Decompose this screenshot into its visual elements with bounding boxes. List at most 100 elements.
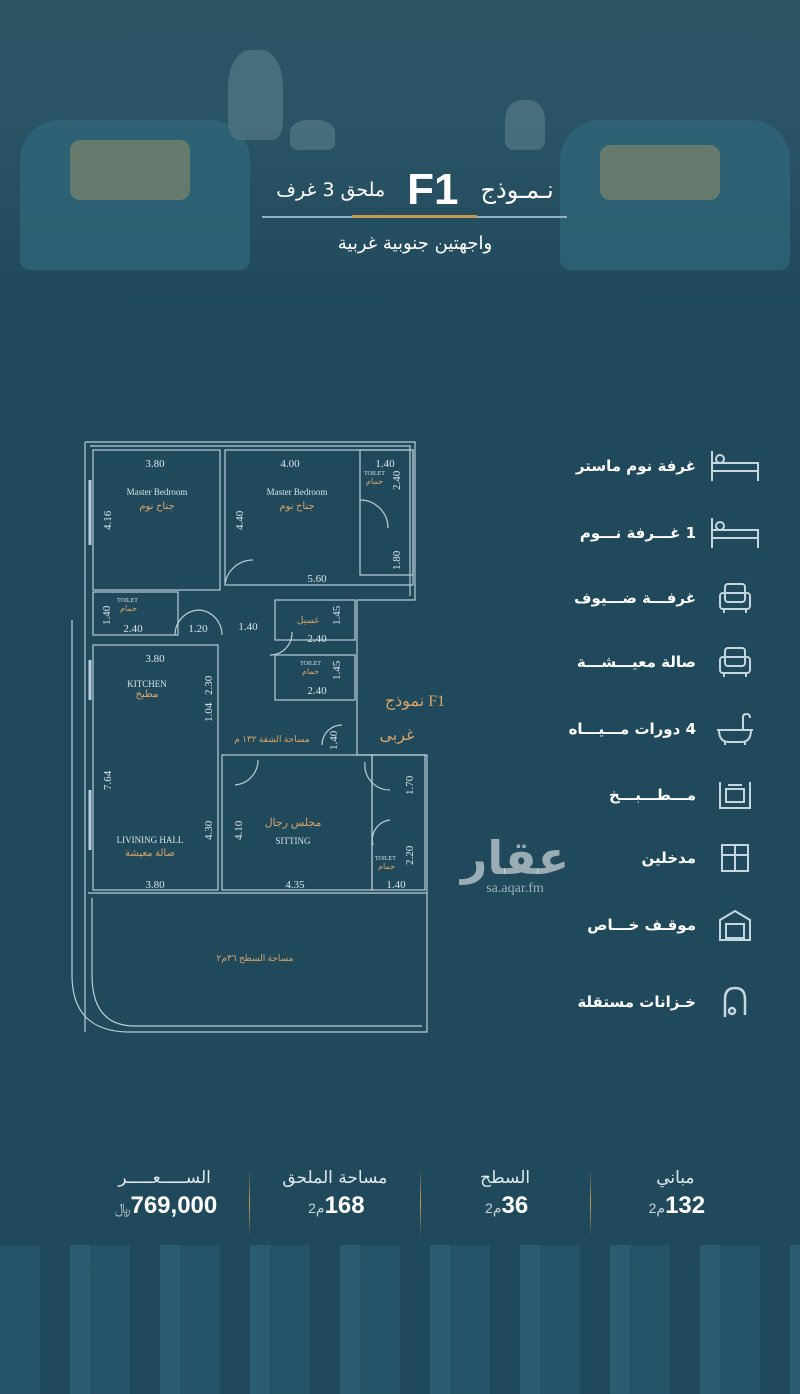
watermark-url: sa.aqar.fm	[486, 881, 544, 896]
stat-value: 132	[665, 1192, 706, 1219]
divider	[419, 1168, 421, 1238]
room-toilet-1	[359, 449, 414, 576]
feature-item: 4 دورات مـــيـــاه	[530, 709, 760, 749]
room-label: Master Bedroom	[267, 487, 328, 497]
feature-label: غرفة نوم ماستر	[575, 457, 696, 475]
dimension: 4.16	[102, 510, 114, 530]
dimension: 1.40	[238, 621, 258, 633]
feature-item: موقـف خـــاص	[530, 905, 760, 945]
feature-item: خـزانات مستقلة	[530, 982, 760, 1022]
dimension: 1.70	[404, 775, 416, 795]
stat-label: السطح	[480, 1168, 531, 1188]
dimension: 2.20	[404, 845, 416, 865]
room-label: LIVINING HALL	[117, 835, 184, 845]
feature-item: غرفـــة ضـــيوف	[530, 578, 760, 618]
room-toilet-2	[92, 591, 179, 636]
dimension: 5.60	[307, 573, 327, 585]
subtitle: واجهتين جنوبية غربية	[337, 233, 493, 254]
stat-value: 769,000	[130, 1192, 218, 1219]
stat-price: الســـــعـــــر 769,000﷼	[80, 1168, 249, 1238]
room-label: حمام	[302, 667, 319, 676]
facing-label: غربى	[380, 727, 415, 744]
room-master-bedroom-1	[92, 449, 221, 591]
bed-icon	[710, 447, 760, 485]
watermark: عقار sa.aqar.fm	[445, 835, 585, 897]
room-label: حمام	[120, 604, 137, 613]
cushion	[600, 145, 720, 200]
dimension: 2.40	[307, 685, 327, 697]
dimension: 1.40	[375, 458, 395, 470]
divider-accent	[352, 215, 477, 218]
feature-label: 1 غـــرفة نـــوم	[579, 524, 696, 542]
stat-roof: السطح 36م2	[421, 1168, 590, 1238]
page-title: نـمـوذج F1 ملحق 3 غرف	[250, 165, 580, 214]
room-toilet-4	[371, 754, 426, 891]
model-code: F1	[407, 165, 459, 214]
window-icon	[710, 839, 760, 877]
feature-label: خـزانات مستقلة	[577, 993, 696, 1011]
room-label: جناح نوم	[139, 501, 174, 512]
feature-item: صالة معيـــشـــة	[530, 642, 760, 682]
room-label: TOILET	[364, 471, 385, 477]
annex-label: ملحق 3 غرف	[276, 179, 386, 201]
model-tag: نموذج F1	[385, 693, 445, 710]
dimension: 1.40	[328, 730, 340, 750]
feature-label: مدخلين	[641, 849, 696, 867]
dimension: 4.10	[233, 820, 245, 840]
footer-photo	[0, 1245, 800, 1394]
dimension: 2.40	[391, 470, 403, 490]
stat-value: 36	[501, 1192, 529, 1219]
feature-label: موقـف خـــاص	[587, 916, 696, 934]
garage-icon	[710, 906, 760, 944]
feature-label: مـــطـــبـــخ	[609, 786, 696, 804]
dimension: 3.80	[145, 879, 165, 891]
vase	[290, 120, 335, 150]
stat-label: الســـــعـــــر	[118, 1168, 211, 1188]
feature-label: 4 دورات مـــيـــاه	[568, 720, 696, 738]
dimension: 7.64	[102, 770, 114, 790]
armchair-icon	[710, 643, 760, 681]
feature-item: غرفة نوم ماستر	[530, 446, 760, 486]
hero-photo	[0, 0, 800, 300]
room-label: غسيل	[297, 615, 320, 625]
room-label: SITTING	[276, 836, 311, 846]
outer-wall	[71, 441, 428, 1033]
stat-unit: م2	[485, 1200, 502, 1216]
currency-icon: ﷼	[114, 1200, 131, 1216]
stat-unit: م2	[648, 1200, 666, 1216]
feature-label: صالة معيـــشـــة	[576, 653, 696, 671]
feature-label: غرفـــة ضـــيوف	[574, 589, 696, 607]
dimension: 1.04	[203, 702, 215, 722]
room-label: حمام	[366, 477, 383, 486]
faucet-icon	[710, 983, 760, 1021]
room-laundry	[274, 599, 356, 641]
dimension: 1.45	[331, 605, 343, 625]
room-label: جناح نوم	[279, 501, 314, 512]
stat-building: مباني 132م2	[591, 1168, 760, 1238]
dimension: 3.80	[145, 653, 165, 665]
room-label: مطبخ	[135, 689, 158, 700]
stat-label: مساحة الملحق	[282, 1168, 388, 1188]
armchair-icon	[710, 579, 760, 617]
watermark-logo: عقار	[460, 831, 570, 885]
dimension: 1.80	[391, 550, 403, 570]
room-label: TOILET	[375, 856, 396, 862]
dimension: 2.30	[203, 675, 215, 695]
dimension: 4.30	[203, 820, 215, 840]
feature-item: مدخلين	[530, 838, 760, 878]
stat-value: 168	[324, 1192, 365, 1219]
vase	[228, 50, 283, 140]
oven-icon	[710, 776, 760, 814]
vase	[505, 100, 545, 150]
room-toilet-3	[274, 654, 356, 701]
flat-area-label: مساحة الشقة ١٣٢ م	[234, 734, 310, 745]
roof-terrace	[88, 892, 427, 1027]
dimension: 1.40	[101, 605, 113, 625]
stats-bar: مباني 132م2 السطح 36م2 مساحة الملحق 168م…	[80, 1168, 760, 1238]
room-label: صالة معيشة	[125, 848, 175, 859]
dimension: 2.40	[123, 623, 143, 635]
room-kitchen-living	[92, 644, 219, 891]
dimension: 4.40	[234, 510, 246, 530]
dimension: 1.40	[386, 879, 406, 891]
